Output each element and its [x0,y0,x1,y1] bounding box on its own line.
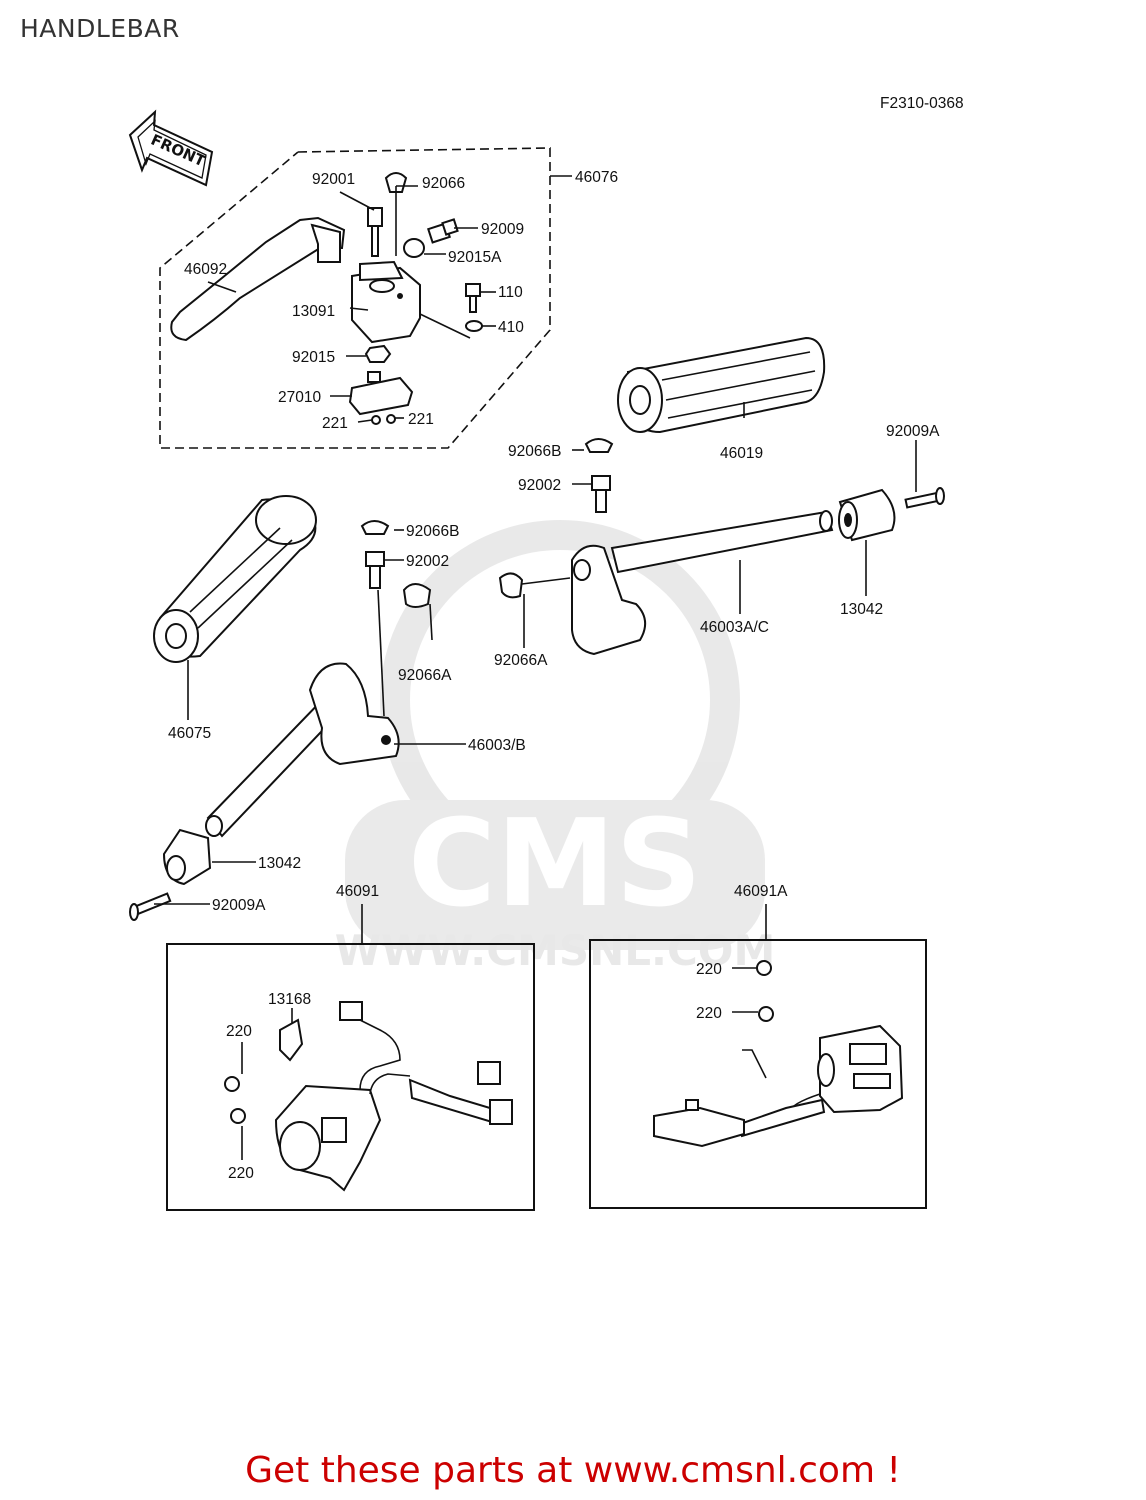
label-92001: 92001 [312,171,355,188]
label-220-a: 220 [226,1023,252,1040]
bolt-92002-left-icon [365,551,385,589]
label-13168: 13168 [268,991,311,1008]
label-92066B-left: 92066B [406,523,459,540]
label-92066B-right: 92066B [508,443,561,460]
screw-220-left-icons [224,1076,246,1124]
switch-housing-46091A [653,1024,904,1148]
bar-end-13042-right [838,488,896,542]
grip-46019 [617,336,826,434]
handlebar-parts-diagram: CMS WWW.CMSNL.COM F2310-0368 FRONT [128,95,964,1211]
brake-lever-46092 [170,216,346,342]
plug-92066A-left-icon [402,583,432,608]
page-title: HANDLEBAR [20,14,180,43]
switch-housing-46091 [274,1001,513,1192]
lever-holder-13091 [351,260,421,344]
label-220-b: 220 [228,1165,254,1182]
assembly-box-46091 [166,943,535,1211]
label-92066: 92066 [422,175,465,192]
front-arrow-icon: FRONT [128,109,214,187]
watermark: CMS WWW.CMSNL.COM [335,520,776,975]
nut-92015-icon [364,344,392,363]
label-46019: 46019 [720,445,763,462]
label-92066A-right: 92066A [494,652,548,669]
label-110: 110 [498,284,523,301]
handlebar-46003B [205,662,400,838]
label-92015: 92015 [292,349,335,366]
label-410: 410 [498,319,524,336]
assembly-box-46091A [589,939,927,1209]
label-27010: 27010 [278,389,321,406]
label-92009A-right: 92009A [886,423,940,440]
watermark-logo-text: CMS [408,795,702,934]
label-92009: 92009 [481,221,524,238]
grip-46075 [153,495,317,663]
label-46003B: 46003/B [468,737,526,754]
bolt-110-icon [465,283,481,313]
screw-92009A-right-icon [904,487,945,509]
handlebar-46003AC [571,510,834,656]
cap-92066-icon [384,172,408,193]
watermark-url-text: WWW.CMSNL.COM [335,926,776,975]
cap-92066B-right-icon [584,438,614,453]
screw-92009A-left-icon [129,892,172,921]
screw-92009-icon [427,218,459,244]
label-220-d: 220 [696,1005,722,1022]
label-46091: 46091 [336,883,379,900]
switch-27010-icon [348,371,414,416]
label-46092: 46092 [184,261,227,278]
label-92002-left: 92002 [406,553,449,570]
label-92015A: 92015A [448,249,502,266]
footer-link[interactable]: Get these parts at www.cmsnl.com ! [245,1450,901,1491]
bolt-92001-icon [367,207,383,257]
screw-221-icon [371,414,396,425]
label-46075: 46075 [168,725,211,742]
label-92066A-left: 92066A [398,667,452,684]
plug-92066A-right-icon [498,572,524,599]
bolt-92002-right-icon [591,475,611,513]
label-221-a: 221 [322,415,348,432]
label-220-c: 220 [696,961,722,978]
label-92002-right: 92002 [518,477,561,494]
cap-92066B-left-icon [360,520,390,535]
label-46003AC: 46003A/C [700,619,769,636]
label-92009A-left: 92009A [212,897,266,914]
assembly-boundary-46076 [159,147,551,449]
label-13042-left: 13042 [258,855,301,872]
label-13091: 13091 [292,303,335,320]
label-46076: 46076 [575,169,618,186]
part-labels: 92001 92066 46076 92009 92015A 46092 110… [168,169,940,1182]
figure-code: F2310-0368 [880,95,964,112]
bar-end-13042-left [162,828,212,886]
grommet-92015A-icon [403,238,425,258]
washer-410-icon [465,320,483,332]
label-221-b: 221 [408,411,434,428]
label-13042-right: 13042 [840,601,883,618]
screw-220-right-icons [756,960,774,1022]
leader-lines [154,175,917,1160]
label-46091A: 46091A [734,883,788,900]
